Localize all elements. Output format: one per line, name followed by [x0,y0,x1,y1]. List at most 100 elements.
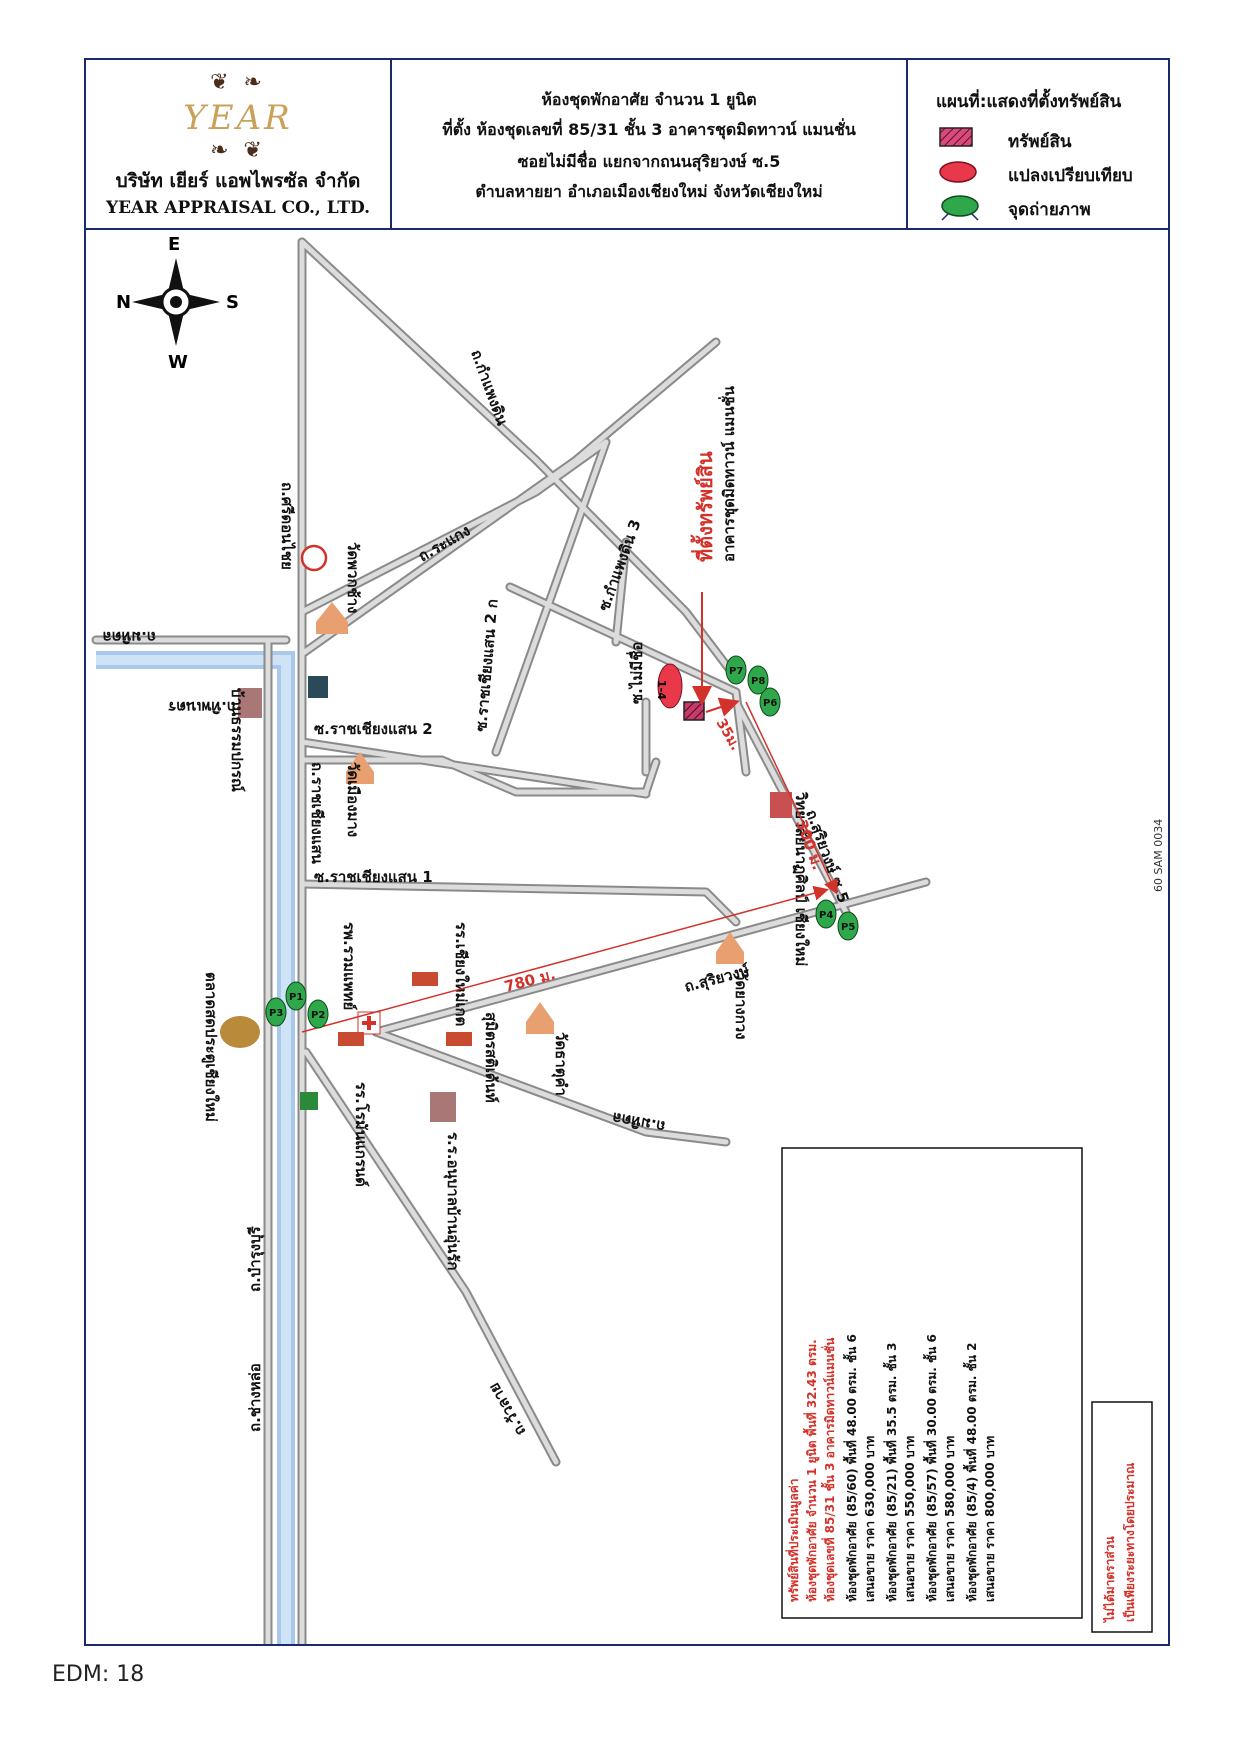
market-icon [220,1016,260,1048]
comparable-2-price: เสนอขาย ราคา 550,000 บาท [903,1436,917,1602]
hatched-square-icon [939,127,973,147]
place-college: วิทยาลัยนาฏศิลป์ เชียงใหม่ [792,791,810,966]
temple-icon-3 [716,932,744,964]
legend-item-photo: จุดถ่ายภาพ [938,194,1091,221]
label-rajchiangsaen: ถ.ราชเชียงแสน [308,762,326,865]
photo-points: P1 P2 P3 P4 P5 P6 P7 P8 [265,655,859,1029]
title-line-2: ที่ตั้ง ห้องชุดเลขที่ 85/31 ชั้น 3 อาคาร… [442,120,856,139]
label-mahidol-top: ถ.มหิดล [103,628,157,646]
company-name-en: YEAR APPRAISAL CO., LTD. [105,198,371,218]
title-line-4: ตำบลหายยา อำเภอเมืองเชียงใหม่ จังหวัดเชี… [475,182,823,201]
label-rajchiangsaen2: ซ.ราชเชียงแสน 2 [314,720,433,738]
title-line-3: ซอยไม่มีชื่อ แยกจากถนนสุริยวงษ์ ซ.5 [517,152,781,171]
comparable-marker [657,663,683,709]
summary-subject-2: ห้องชุดเลขที่ 85/31 ชั้น 3 อาคารมิดทาวน์… [820,1337,838,1602]
comparable-2-desc: ห้องชุดพักอาศัย (85/21) พื้นที่ 35.5 ตรม… [882,1342,900,1602]
canal [96,651,295,1644]
compass-rose-icon: N S E W [116,234,239,373]
compass-s: S [226,292,239,313]
compass-e: E [168,234,180,255]
company-logo-block: ❦ ❧ YEAR ❧ ❦ บริษัท เยียร์ แอพไพรซัล จำก… [86,60,392,230]
comparable-4-desc: ห้องชุดพักอาศัย (85/4) พื้นที่ 48.00 ตรม… [962,1342,980,1602]
place-market: ตลาดสดประตูเชียงใหม่ [201,972,220,1122]
label-rajchiangsaen2k: ซ.ราชเชียงแสน 2 ก [472,598,502,732]
photo-point-p2 [307,999,329,1029]
place-midtown: อาคารชุดมิดทาวน์ แมนชั่น [718,385,739,562]
legend-item-property: ทรัพย์สิน [938,126,1072,152]
disclaimer-line-2: เป็นเพียงระยะทางโดยประมาณ [1122,1463,1137,1622]
title-line-1: ห้องชุดพักอาศัย จำนวน 1 ยูนิต [541,90,757,109]
legend-item-comparable: แปลงเปรียบเทียบ [938,160,1133,186]
label-mahidol-canal: ถ.ทิพเนตร [167,698,236,716]
college-icon [770,792,792,818]
svg-text:P8: P8 [751,676,765,687]
comparable-4-price: เสนอขาย ราคา 800,000 บาท [983,1436,997,1602]
place-wat-tha-duea: วัดธาตุคำ [551,1032,570,1096]
ornament-bottom-icon: ❧ ❦ [210,138,266,163]
photo-point-p6 [759,687,781,717]
kindergarten-icon [430,1092,456,1122]
photo-point-p1 [285,981,307,1011]
compass-n: N [116,292,131,313]
svg-text:P3: P3 [269,1008,283,1019]
photo-point-p8 [747,665,769,695]
photo-point-p7 [725,655,747,685]
gas-station-icon [300,544,328,572]
legend-label-photo: จุดถ่ายภาพ [1008,200,1091,220]
place-hotel: รร.โรมันแกรนด์ [352,1082,371,1187]
place-wat-phuak-chang: วัดพวกช้าง [344,542,362,613]
svg-text:P5: P5 [841,922,855,933]
temple-icon-2 [346,752,374,784]
seven-eleven-icon [300,1092,318,1110]
disclaimer-box: ไม่ได้มาตราส่วน เป็นเพียงระยะทางโดยประมา… [1091,1401,1153,1633]
place-hospital: รพ.รวมแพทย์ [340,922,358,1010]
photo-point-p5 [837,911,859,941]
property-markers: 1-4 [655,592,740,721]
svg-text:P6: P6 [763,698,777,709]
place-kindergarten: ร.ร.อนุบาลบ้านอุ่นรัก [443,1132,462,1271]
legend-label-comparable: แปลงเปรียบเทียบ [1008,166,1133,186]
svg-text:P2: P2 [311,1010,325,1021]
label-mahidol-bottom: ถ.มหิดล [611,1109,667,1136]
photo-point-p4 [815,899,837,929]
green-ellipse-icon [941,195,979,221]
comparable-1-price: เสนอขาย ราคา 630,000 บาท [863,1436,877,1602]
map-legend: แผนที่:แสดงที่ตั้งทรัพย์สิน ทรัพย์สิน แป… [908,60,1168,230]
place-chiangmai-ket: รร.เชียงใหม่เกต [452,922,470,1026]
hotel-icon-2 [446,1032,472,1046]
place-property-label: ที่ตั้งทรัพย์สิน [690,451,717,562]
location-map: N S E W ถ.ศรีดอนไชย ถ.มหิดล ถ.กำแพงดิน ถ… [91,234,1165,1644]
place-wat-mueang-mang: วัดเมืองมาง [344,762,362,837]
summary-box: ทรัพย์สินที่ประเมินมูลค่า ห้องชุดพักอาศั… [781,1147,1083,1619]
legend-label-property: ทรัพย์สิน [1008,132,1072,152]
doc-footer: EDM: 18 [52,1662,145,1687]
hotel-icon [412,972,438,986]
disclaimer-line-1: ไม่ได้มาตราส่วน [1102,1536,1117,1624]
logo-text: YEAR [183,98,293,138]
red-ellipse-icon [939,161,977,183]
road-labels: ถ.ศรีดอนไชย ถ.มหิดล ถ.กำแพงดิน ถ.ระแกง ซ… [103,347,853,1439]
label-rajchiangsaen1: ซ.ราชเชียงแสน 1 [314,868,433,886]
hotel-icon-3 [338,1032,364,1046]
legend-heading: แผนที่:แสดงที่ตั้งทรัพย์สิน [936,92,1122,112]
ornament-top-icon: ❦ ❧ [210,70,266,95]
svg-text:P1: P1 [289,992,303,1003]
summary-subject-1: ห้องชุดพักอาศัย จำนวน 1 ยูนิต พื้นที่ 32… [802,1339,820,1602]
map-frame [84,58,1170,1646]
property-title-block: ห้องชุดพักอาศัย จำนวน 1 ยูนิต ที่ตั้ง ห้… [392,60,908,230]
places: วัดพวกช้าง บ้านธรรมปกรณ์ วัดเมืองมาง วิท… [201,385,810,1270]
property-hatched-icon [683,701,705,721]
label-changlor: ถ.ช่างหล่อ [246,1363,264,1432]
photo-point-p3 [265,997,287,1027]
company-name-th: บริษัท เยียร์ แอพไพรซัล จำกัด [115,170,361,192]
temple-icon [316,602,348,634]
comparable-1-desc: ห้องชุดพักอาศัย (85/60) พื้นที่ 48.00 ตร… [842,1334,860,1602]
place-ban-thammapakorn: บ้านธรรมปกรณ์ [228,688,246,792]
school-icon [238,688,262,718]
side-code: 60 SAM 0034 [1152,819,1165,892]
svg-text:P7: P7 [729,666,743,677]
place-sumit: สุมิตรสติเด้นท์ [481,1012,500,1103]
svg-text:P4: P4 [819,910,833,921]
compass-w: W [168,352,188,373]
label-wualai: ถ.วัวลาย [485,1380,530,1439]
